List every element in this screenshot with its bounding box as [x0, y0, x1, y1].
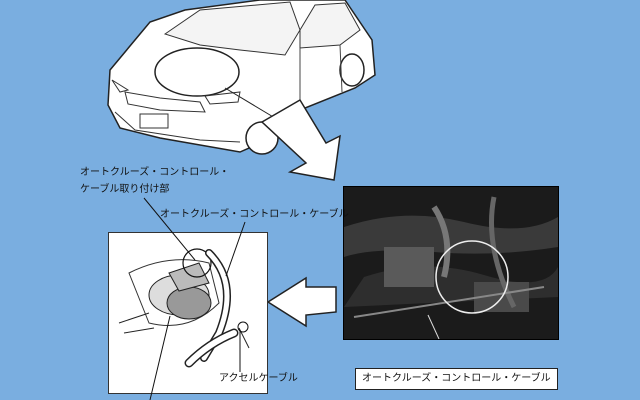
label-cable-top: オートクルーズ・コントロール・ケーブル — [160, 209, 349, 220]
leader-cable-top — [225, 221, 246, 277]
car-door-lines — [299, 44, 343, 108]
accel-ring — [237, 321, 249, 333]
car-windshield — [163, 1, 301, 56]
detail-art — [109, 233, 267, 393]
license-plate — [139, 113, 169, 129]
cable-detail-drawing — [108, 232, 268, 394]
engine-highlight-oval — [154, 47, 240, 97]
label-accel-cable: アクセルケーブル — [219, 373, 298, 384]
detail-mount-circle — [182, 248, 212, 278]
label-mount-line1: オートクルーズ・コントロール・ — [80, 167, 230, 178]
headlight-right — [204, 91, 241, 105]
leader-bottom — [149, 315, 171, 400]
car-bumper — [114, 111, 241, 143]
label-mount-line2: ケーブル取り付け部 — [80, 184, 170, 195]
photo-callout-line — [427, 314, 440, 339]
photo-highlight-circle — [435, 240, 509, 314]
car-grille — [124, 91, 206, 113]
leader-mount — [143, 197, 196, 261]
engine-photo-art — [344, 187, 558, 339]
oval-pointer-line — [224, 87, 276, 119]
headlight-left — [111, 79, 130, 93]
label-cable-box: オートクルーズ・コントロール・ケーブル — [355, 368, 558, 390]
engine-bay-photo — [343, 186, 559, 340]
rear-wheel — [339, 53, 365, 87]
